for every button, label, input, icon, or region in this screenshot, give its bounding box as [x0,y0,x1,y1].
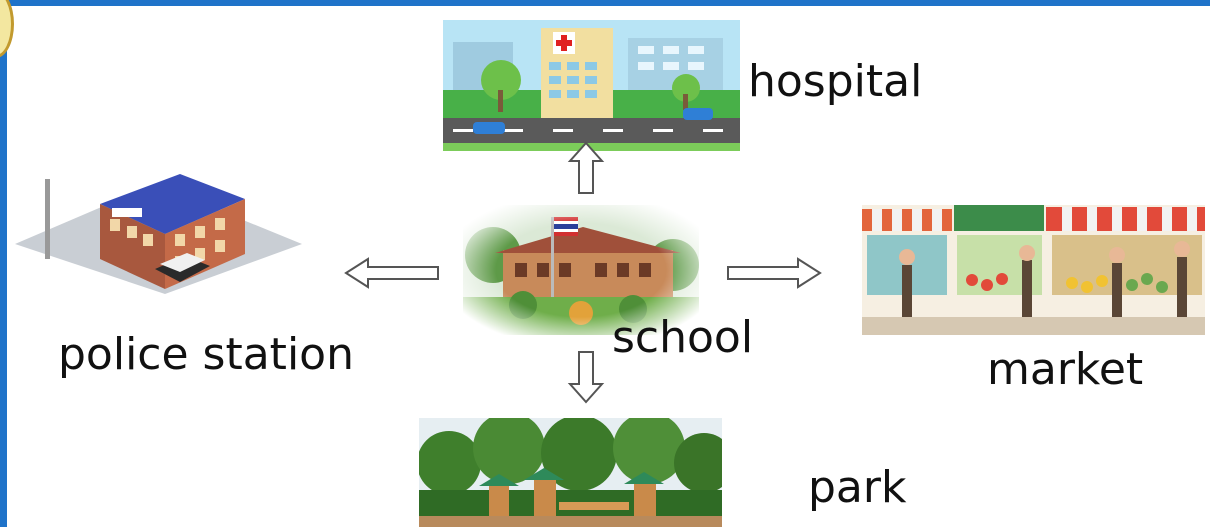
school-picture [463,205,699,335]
hospital-picture [443,20,740,151]
school-label: school [612,312,754,363]
park-label: park [808,462,907,513]
arrow-down-icon [566,348,606,404]
hospital-label: hospital [748,56,923,107]
police-station-picture [15,164,302,294]
left-border [0,0,7,527]
police-station-label: police station [58,329,354,380]
corner-badge-icon [0,0,14,58]
top-border [0,0,1210,6]
market-label: market [987,344,1144,395]
arrow-right-icon [726,256,822,290]
park-picture [419,418,722,527]
arrow-up-icon [566,141,606,197]
arrow-left-icon [344,256,440,290]
market-picture [862,205,1205,335]
